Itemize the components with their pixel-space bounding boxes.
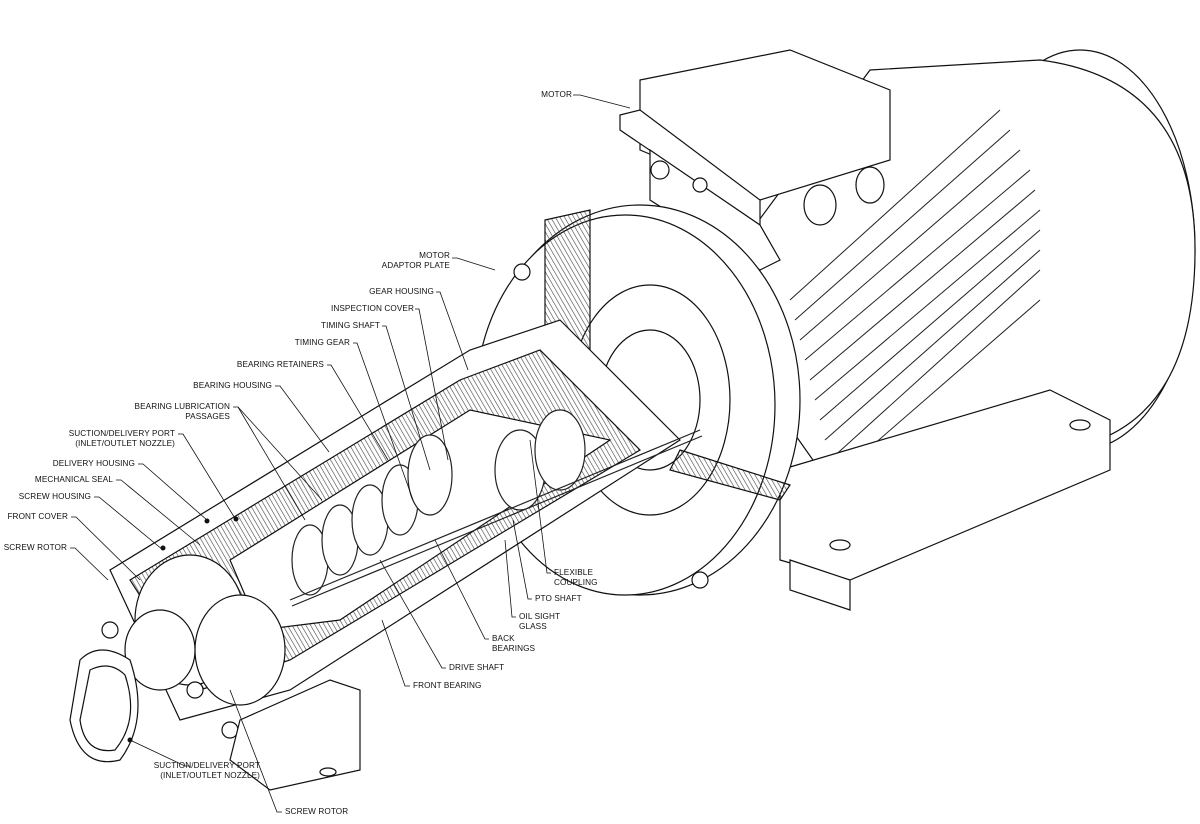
label-line: FLEXIBLE: [554, 568, 594, 577]
label-line: COUPLING: [554, 577, 598, 587]
label-line: MOTOR: [419, 251, 450, 260]
label-mechanical-seal: MECHANICAL SEAL: [34, 475, 113, 484]
label-screw-housing: SCREW HOUSING: [18, 492, 91, 501]
label-line: (INLET/OUTLET NOZZLE): [75, 438, 175, 448]
label-line: ADAPTOR PLATE: [381, 260, 450, 270]
label-line: OIL SIGHT: [519, 612, 561, 621]
label-timing-shaft: TIMING SHAFT: [321, 321, 380, 330]
label-line: BACK: [492, 634, 515, 643]
label-inspection-cover: INSPECTION COVER: [330, 304, 414, 313]
label-flexible-coupling: FLEXIBLE COUPLING: [554, 568, 598, 587]
label-line: SUCTION/DELIVERY PORT: [68, 429, 175, 438]
label-line: BEARING LUBRICATION: [134, 402, 230, 411]
label-bearing-lubrication-passages: BEARING LUBRICATION PASSAGES: [100, 402, 230, 421]
label-screw-rotor-left: SCREW ROTOR: [3, 543, 67, 552]
label-bearing-housing: BEARING HOUSING: [193, 381, 272, 390]
label-bearing-retainers: BEARING RETAINERS: [236, 360, 324, 369]
label-pto-shaft: PTO SHAFT: [535, 594, 582, 603]
label-timing-gear: TIMING GEAR: [294, 338, 350, 347]
label-suction-delivery-port-top: SUCTION/DELIVERY PORT (INLET/OUTLET NOZZ…: [45, 429, 175, 448]
label-line: SUCTION/DELIVERY PORT: [153, 761, 260, 770]
leader-lines: [70, 94, 631, 813]
label-back-bearings: BACK BEARINGS: [492, 634, 535, 653]
terminal-box: [619, 49, 891, 271]
label-gear-housing: GEAR HOUSING: [369, 287, 434, 296]
label-motor: MOTOR: [541, 90, 572, 99]
label-drive-shaft: DRIVE SHAFT: [449, 663, 505, 672]
label-front-bearing: FRONT BEARING: [413, 681, 482, 690]
label-motor-adaptor-plate: MOTOR ADAPTOR PLATE: [370, 251, 450, 270]
label-delivery-housing: DELIVERY HOUSING: [52, 459, 135, 468]
label-suction-delivery-port-bottom: SUCTION/DELIVERY PORT (INLET/OUTLET NOZZ…: [140, 761, 260, 780]
label-line: BEARINGS: [492, 643, 536, 653]
label-line: (INLET/OUTLET NOZZLE): [160, 770, 260, 780]
label-line: PASSAGES: [185, 411, 230, 421]
label-front-cover: FRONT COVER: [7, 512, 68, 521]
pump-housing: [69, 319, 703, 791]
leader-dots: [127, 516, 239, 743]
label-oil-sight-glass: OIL SIGHT GLASS: [519, 612, 560, 631]
label-screw-rotor-bottom: SCREW ROTOR: [285, 807, 349, 816]
label-line: GLASS: [519, 621, 547, 631]
